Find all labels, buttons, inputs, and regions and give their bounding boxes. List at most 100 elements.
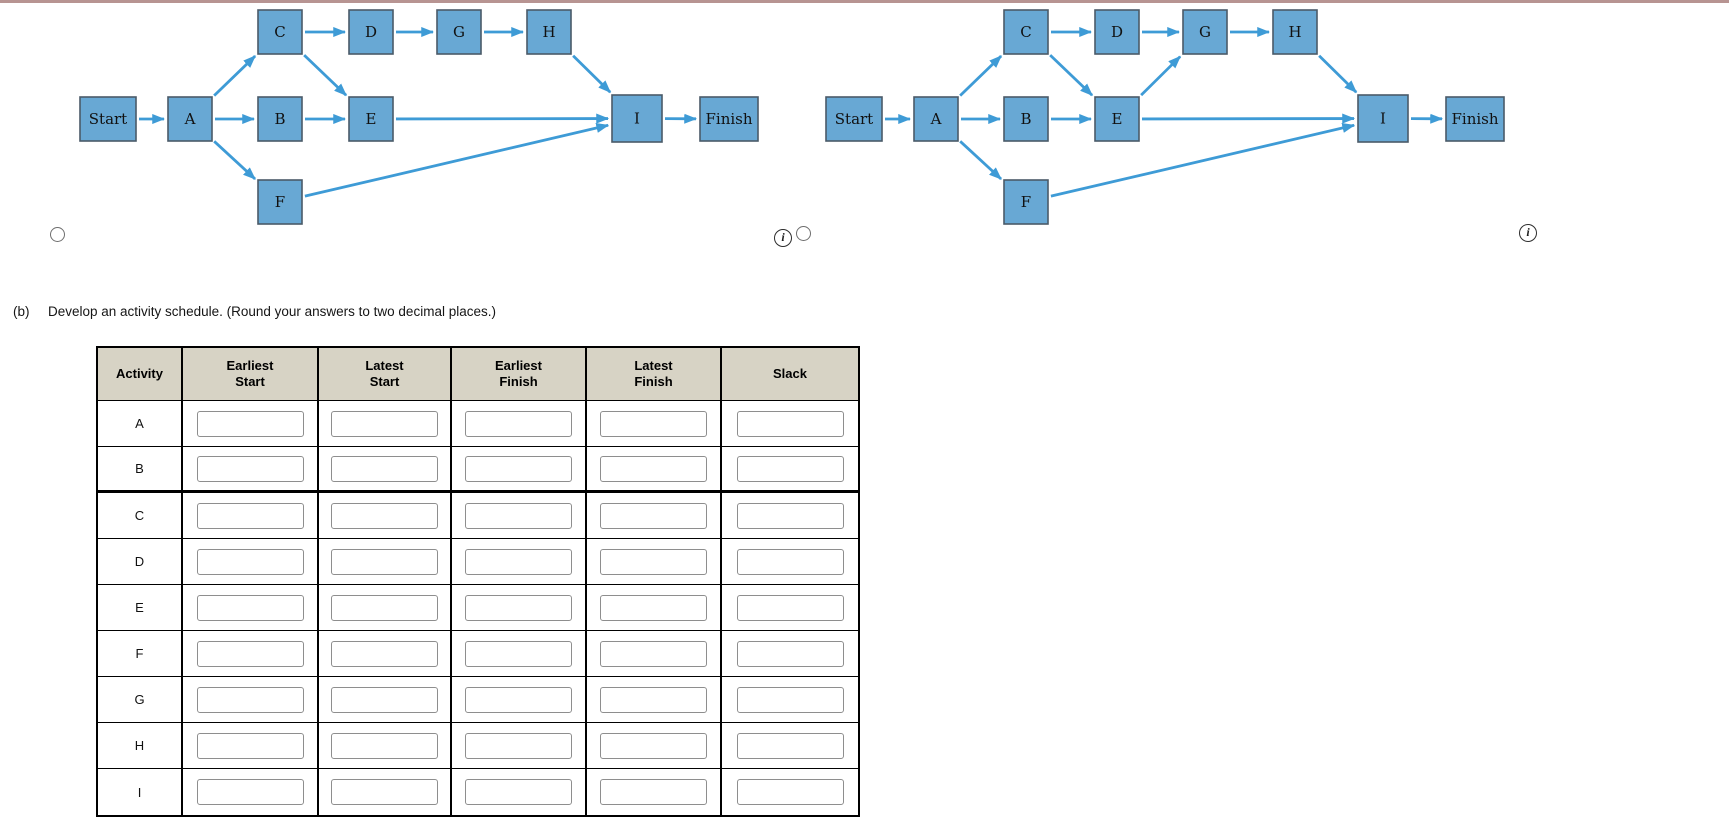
node-label-B: B xyxy=(1020,110,1031,128)
input-G-earliest-start[interactable] xyxy=(196,686,304,713)
input-I-latest-finish[interactable] xyxy=(600,779,707,805)
input-F-latest-finish[interactable] xyxy=(600,640,707,667)
input-D-slack[interactable] xyxy=(736,548,844,575)
activity-label-G: G xyxy=(98,677,183,723)
input-G-latest-start[interactable] xyxy=(331,686,438,713)
cell xyxy=(587,677,722,723)
cell xyxy=(183,539,319,585)
input-A-latest-finish[interactable] xyxy=(600,410,707,437)
cell xyxy=(587,585,722,631)
node-A: A xyxy=(167,96,213,142)
input-F-earliest-finish[interactable] xyxy=(465,640,572,667)
cell xyxy=(319,677,452,723)
input-B-earliest-finish[interactable] xyxy=(465,455,572,482)
table-row-D: D xyxy=(98,539,858,585)
info-icon-option2[interactable]: i xyxy=(1519,224,1537,242)
input-H-latest-start[interactable] xyxy=(331,732,438,759)
cell xyxy=(587,723,722,769)
input-A-slack[interactable] xyxy=(736,410,844,437)
cell xyxy=(319,585,452,631)
cell xyxy=(722,585,858,631)
input-C-latest-start[interactable] xyxy=(331,502,438,529)
cell xyxy=(183,585,319,631)
input-E-earliest-finish[interactable] xyxy=(465,594,572,621)
cell xyxy=(722,769,858,815)
input-B-slack[interactable] xyxy=(736,455,844,482)
input-C-earliest-finish[interactable] xyxy=(465,502,572,529)
node-label-Start: Start xyxy=(835,110,873,128)
activity-label-C: C xyxy=(98,493,183,539)
input-D-earliest-finish[interactable] xyxy=(465,548,572,575)
input-B-latest-start[interactable] xyxy=(331,455,438,482)
node-label-F: F xyxy=(275,193,285,211)
node-E: E xyxy=(1094,96,1140,142)
input-E-latest-finish[interactable] xyxy=(600,594,707,621)
option2-radio[interactable] xyxy=(796,226,811,241)
input-F-earliest-start[interactable] xyxy=(196,640,304,667)
input-B-earliest-start[interactable] xyxy=(196,455,304,482)
input-D-latest-start[interactable] xyxy=(331,548,438,575)
input-C-slack[interactable] xyxy=(736,502,844,529)
node-C: C xyxy=(257,9,303,55)
input-G-earliest-finish[interactable] xyxy=(465,686,572,713)
input-E-latest-start[interactable] xyxy=(331,594,438,621)
node-label-G: G xyxy=(453,23,465,41)
cell xyxy=(452,539,587,585)
input-C-earliest-start[interactable] xyxy=(196,502,304,529)
node-A: A xyxy=(913,96,959,142)
edge-A-F xyxy=(213,140,257,181)
input-I-latest-start[interactable] xyxy=(331,779,438,805)
input-G-slack[interactable] xyxy=(736,686,844,713)
input-G-latest-finish[interactable] xyxy=(600,686,707,713)
cell xyxy=(722,723,858,769)
input-F-latest-start[interactable] xyxy=(331,640,438,667)
input-I-earliest-start[interactable] xyxy=(196,779,304,805)
cell xyxy=(452,769,587,815)
node-label-E: E xyxy=(1112,110,1123,128)
input-E-slack[interactable] xyxy=(736,594,844,621)
node-label-C: C xyxy=(274,23,285,41)
option1-radio[interactable] xyxy=(50,227,65,242)
node-G: G xyxy=(1182,9,1228,55)
input-E-earliest-start[interactable] xyxy=(196,594,304,621)
table-row-H: H xyxy=(98,723,858,769)
cell xyxy=(183,493,319,539)
cell xyxy=(722,447,858,493)
input-A-earliest-finish[interactable] xyxy=(465,410,572,437)
input-H-latest-finish[interactable] xyxy=(600,732,707,759)
cell xyxy=(452,631,587,677)
input-I-earliest-finish[interactable] xyxy=(465,779,572,805)
node-F: F xyxy=(257,179,303,225)
cell xyxy=(722,631,858,677)
cell xyxy=(183,447,319,493)
table-row-B: B xyxy=(98,447,858,493)
node-label-E: E xyxy=(366,110,377,128)
node-C: C xyxy=(1003,9,1049,55)
cell xyxy=(587,493,722,539)
input-F-slack[interactable] xyxy=(736,640,844,667)
input-H-earliest-finish[interactable] xyxy=(465,732,572,759)
input-H-earliest-start[interactable] xyxy=(196,732,304,759)
input-C-latest-finish[interactable] xyxy=(600,502,707,529)
activity-label-D: D xyxy=(98,539,183,585)
input-D-earliest-start[interactable] xyxy=(196,548,304,575)
input-H-slack[interactable] xyxy=(736,732,844,759)
input-A-earliest-start[interactable] xyxy=(196,410,304,437)
node-label-G: G xyxy=(1199,23,1211,41)
cell xyxy=(722,401,858,447)
header-activity: Activity xyxy=(98,348,183,401)
input-D-latest-finish[interactable] xyxy=(600,548,707,575)
node-label-D: D xyxy=(1111,23,1123,41)
input-A-latest-start[interactable] xyxy=(331,410,438,437)
input-B-latest-finish[interactable] xyxy=(600,455,707,482)
table-row-E: E xyxy=(98,585,858,631)
cell xyxy=(183,631,319,677)
node-label-B: B xyxy=(274,110,285,128)
input-I-slack[interactable] xyxy=(736,779,844,805)
node-Finish: Finish xyxy=(1445,96,1505,142)
info-icon-option1[interactable]: i xyxy=(774,229,792,247)
